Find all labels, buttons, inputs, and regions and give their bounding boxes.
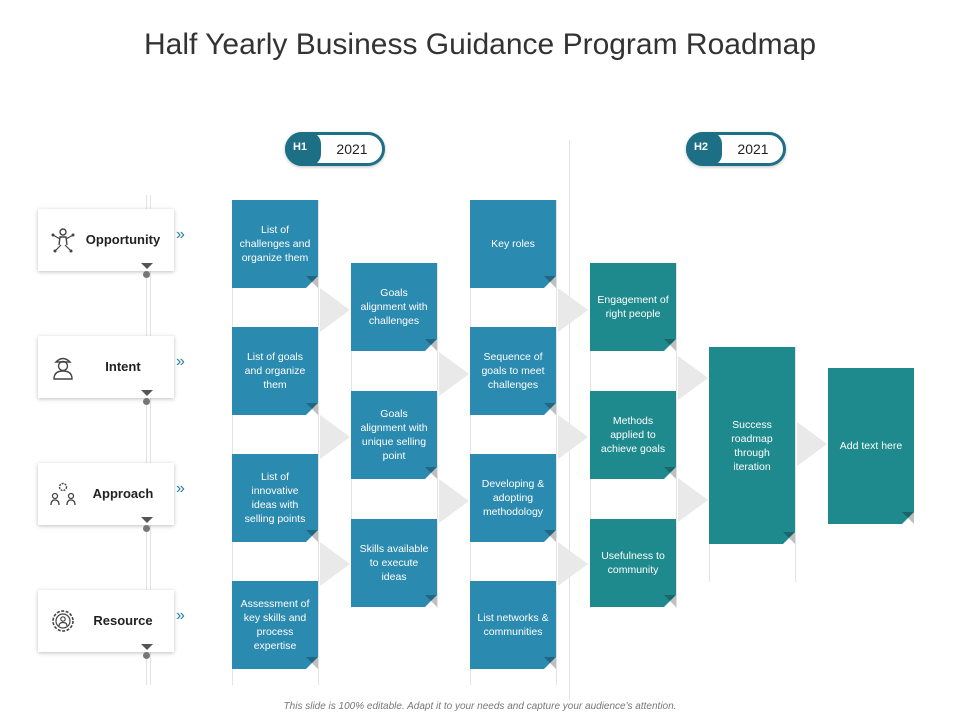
corner-fold: [544, 276, 556, 288]
network-person-icon: [51, 228, 75, 253]
roadmap-step: Key roles: [470, 200, 556, 288]
roadmap-step: Usefulness to community: [590, 519, 676, 607]
roadmap-step: Methods applied to achieve goals: [590, 391, 676, 479]
connector-arrow: [320, 415, 350, 459]
roadmap-step: Developing & adopting methodology: [470, 454, 556, 542]
corner-fold: [425, 339, 437, 351]
roadmap-step: Engagement of right people: [590, 263, 676, 351]
corner-fold: [783, 532, 795, 544]
row-marker-dot: [143, 271, 150, 278]
row-marker-triangle: [141, 390, 153, 396]
row-label: Intent: [105, 359, 141, 374]
connector-arrow: [439, 479, 469, 523]
row-marker-triangle: [141, 644, 153, 650]
team-gear-icon: [50, 482, 76, 506]
connector-arrow: [797, 422, 827, 466]
connector-arrow: [558, 288, 588, 332]
corner-fold: [664, 339, 676, 351]
roadmap-step: List of goals and organize them: [232, 327, 318, 415]
roadmap-step: Goals alignment with unique selling poin…: [351, 391, 437, 479]
roadmap-step: Success roadmap through iteration: [709, 347, 795, 544]
row-marker-dot: [143, 652, 150, 659]
row-label: Approach: [92, 486, 154, 501]
page-title: Half Yearly Business Guidance Program Ro…: [143, 28, 817, 61]
period-pill-h2: H2 2021: [686, 132, 786, 166]
corner-fold: [306, 657, 318, 669]
gear-person-icon: [52, 610, 74, 632]
connector-arrow: [558, 415, 588, 459]
column-guide-line: [676, 263, 677, 608]
row-label: Opportunity: [85, 232, 161, 247]
roadmap-step: Add text here: [828, 368, 914, 524]
column-guide-line: [470, 200, 471, 685]
row-marker-triangle: [141, 263, 153, 269]
column-guide-line: [318, 200, 319, 685]
connector-arrow: [439, 352, 469, 396]
connector-arrow: [320, 288, 350, 332]
corner-fold: [425, 467, 437, 479]
corner-fold: [664, 467, 676, 479]
corner-fold: [425, 595, 437, 607]
connector-arrow: [558, 542, 588, 586]
chevron-right-icon: »: [176, 480, 185, 497]
row-guide-line: [146, 195, 147, 685]
footer-note: This slide is 100% editable. Adapt it to…: [283, 701, 677, 712]
row-marker-dot: [143, 525, 150, 532]
corner-fold: [306, 530, 318, 542]
connector-arrow: [320, 542, 350, 586]
period-half-label: H2: [686, 132, 722, 166]
chevron-right-icon: »: [176, 353, 185, 370]
corner-fold: [544, 403, 556, 415]
corner-fold: [306, 403, 318, 415]
corner-fold: [902, 512, 914, 524]
period-half-label: H1: [285, 132, 321, 166]
row-marker-triangle: [141, 517, 153, 523]
connector-arrow: [678, 356, 708, 400]
row-card-resource: Resource: [38, 590, 174, 652]
period-year: 2021: [336, 141, 368, 157]
column-guide-line: [795, 347, 796, 582]
roadmap-step: Sequence of goals to meet challenges: [470, 327, 556, 415]
roadmap-step: Assessment of key skills and process exp…: [232, 581, 318, 669]
period-year: 2021: [737, 141, 769, 157]
period-pill-h1: H1 2021: [285, 132, 385, 166]
column-guide-line: [232, 200, 233, 685]
corner-fold: [544, 657, 556, 669]
roadmap-step: List of innovative ideas with selling po…: [232, 454, 318, 542]
chevron-right-icon: »: [176, 226, 185, 243]
roadmap-step: Skills available to execute ideas: [351, 519, 437, 607]
person-icon: [53, 357, 73, 380]
chevron-right-icon: »: [176, 607, 185, 624]
row-guide-line: [150, 195, 151, 685]
row-card-approach: Approach: [38, 463, 174, 525]
roadmap-step: Goals alignment with challenges: [351, 263, 437, 351]
roadmap-step: List networks & communities: [470, 581, 556, 669]
corner-fold: [306, 276, 318, 288]
row-marker-dot: [143, 398, 150, 405]
row-card-intent: Intent: [38, 336, 174, 398]
row-card-opportunity: Opportunity: [38, 209, 174, 271]
roadmap-step: List of challenges and organize them: [232, 200, 318, 288]
column-guide-line: [556, 200, 557, 685]
row-label: Resource: [93, 613, 153, 628]
corner-fold: [664, 595, 676, 607]
column-guide-line: [437, 263, 438, 608]
connector-arrow: [678, 478, 708, 522]
corner-fold: [544, 530, 556, 542]
